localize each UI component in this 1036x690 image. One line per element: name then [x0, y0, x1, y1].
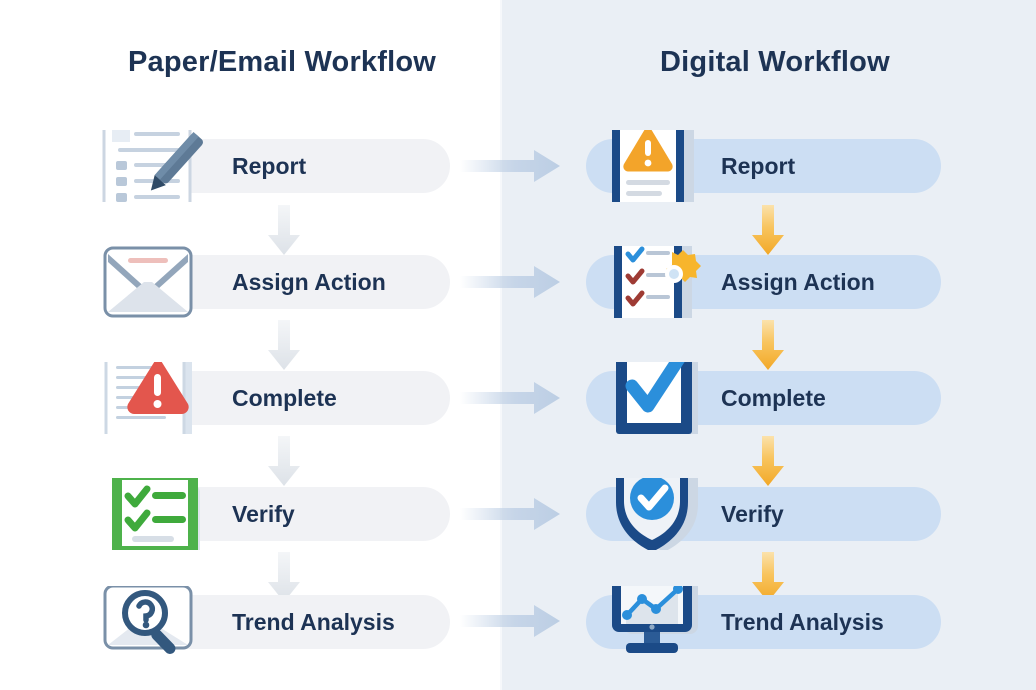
left-connector-arrow-1 [262, 205, 306, 261]
digital-workflow-title: Digital Workflow [660, 46, 890, 78]
right-step-label: Complete [721, 385, 826, 411]
right-step-label: Verify [721, 501, 784, 527]
left-step-pill [152, 487, 450, 541]
left-step-verify[interactable]: Verify [100, 478, 460, 550]
left-connector-arrow-4 [262, 552, 306, 608]
left-step-complete[interactable]: Complete [100, 362, 460, 434]
transition-arrow-4 [460, 494, 580, 534]
paper-stack-warning-icon [100, 362, 204, 434]
left-step-report[interactable]: Report [100, 130, 460, 202]
left-step-label: Verify [232, 501, 295, 527]
right-step-label: Trend Analysis [721, 609, 884, 635]
phone-warning-icon [602, 130, 706, 202]
paper-email-workflow-panel [0, 0, 500, 690]
right-connector-arrow-1 [746, 205, 790, 261]
document-pen-icon [100, 130, 204, 202]
right-step-assign-action[interactable]: Assign Action [586, 246, 956, 318]
left-step-pill [152, 371, 450, 425]
green-checklist-icon [100, 478, 204, 550]
transition-arrow-3 [460, 378, 580, 418]
transition-arrow-5 [460, 601, 580, 641]
transition-arrow-1 [460, 146, 580, 186]
left-step-label: Report [232, 153, 307, 179]
left-step-pill [152, 139, 450, 193]
right-connector-arrow-3 [746, 436, 790, 492]
envelope-icon [100, 246, 204, 318]
left-connector-arrow-2 [262, 320, 306, 376]
left-step-label: Assign Action [232, 269, 386, 295]
right-connector-arrow-2 [746, 320, 790, 376]
left-step-assign-action[interactable]: Assign Action [100, 246, 460, 318]
right-step-label: Assign Action [721, 269, 875, 295]
right-step-verify[interactable]: Verify [586, 478, 956, 550]
left-step-label: Trend Analysis [232, 609, 395, 635]
left-step-label: Complete [232, 385, 337, 411]
left-step-trend-analysis[interactable]: Trend Analysis [100, 586, 460, 658]
magnifier-question-icon [100, 586, 204, 658]
right-step-trend-analysis[interactable]: Trend Analysis [586, 586, 956, 658]
monitor-chart-icon [602, 586, 706, 658]
right-step-complete[interactable]: Complete [586, 362, 956, 434]
left-step-pill [152, 255, 450, 309]
left-step-pill [152, 595, 450, 649]
right-connector-arrow-4 [746, 552, 790, 608]
transition-arrow-2 [460, 262, 580, 302]
left-connector-arrow-3 [262, 436, 306, 492]
checkbox-check-icon [602, 362, 706, 434]
right-step-label: Report [721, 153, 796, 179]
clipboard-gear-icon [602, 246, 706, 318]
shield-check-icon [602, 478, 706, 550]
paper-email-workflow-title: Paper/Email Workflow [128, 46, 437, 78]
right-step-report[interactable]: Report [586, 130, 956, 202]
